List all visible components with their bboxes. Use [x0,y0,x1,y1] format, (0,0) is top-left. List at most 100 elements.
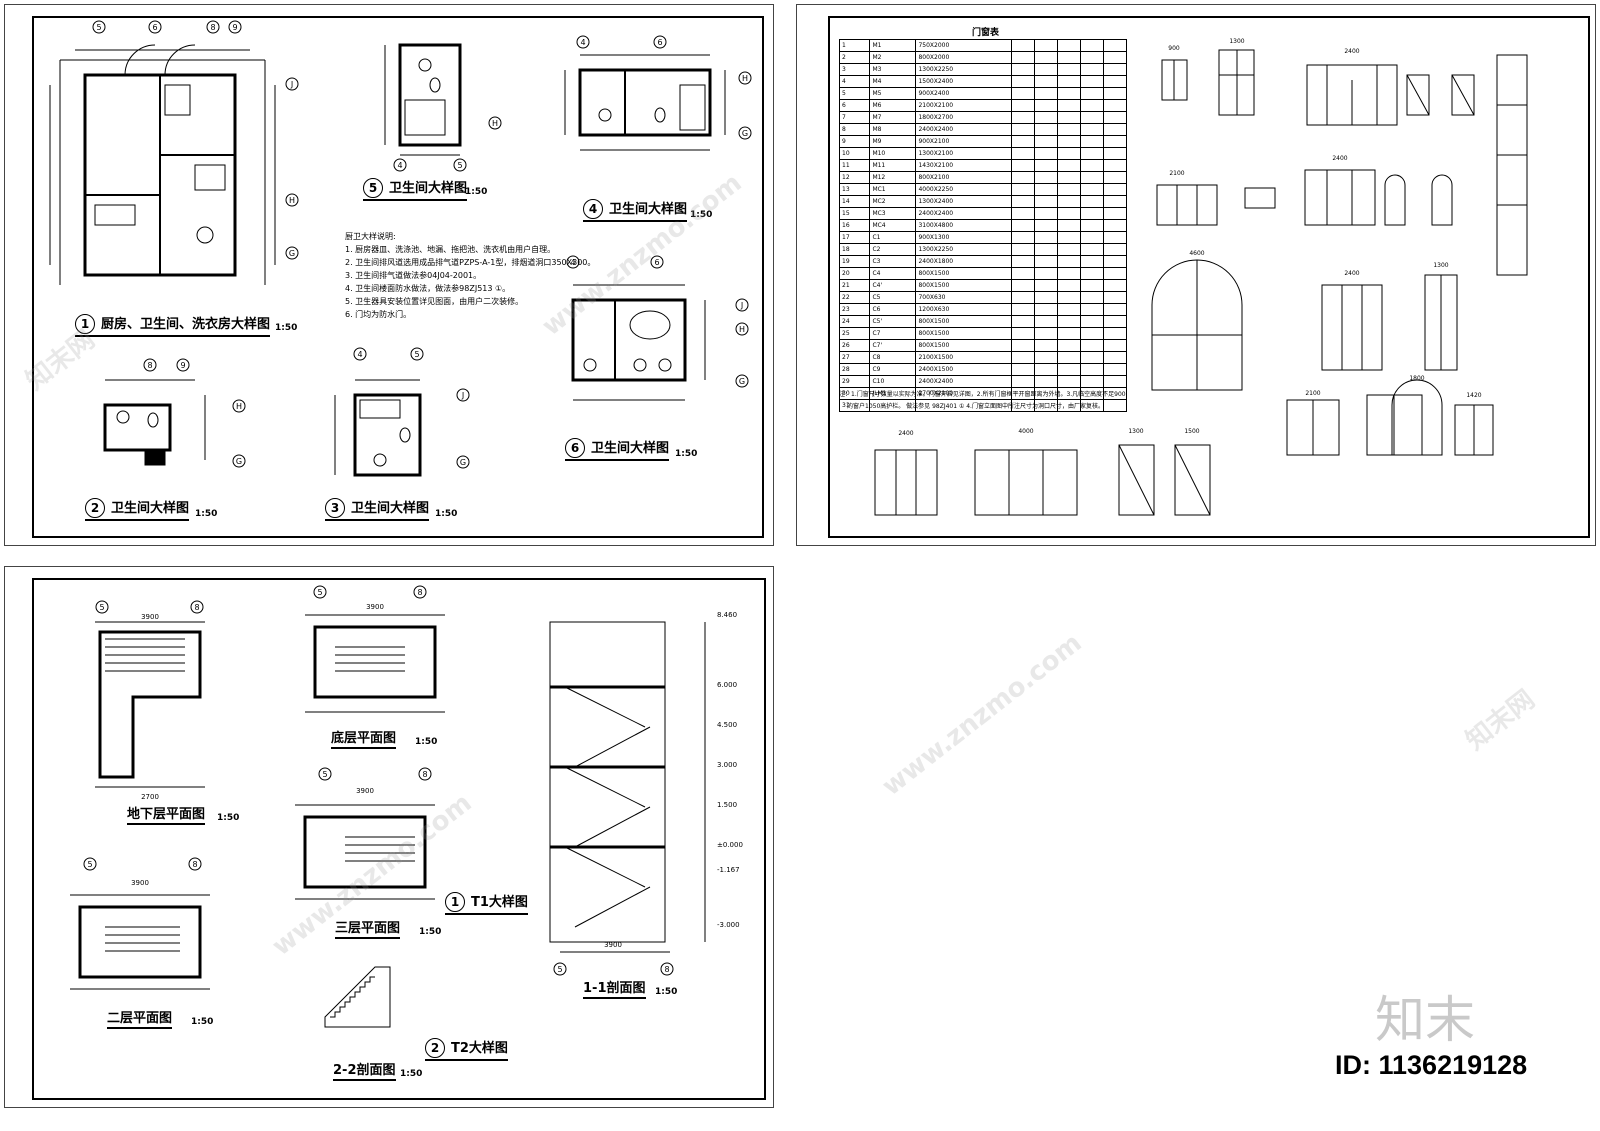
row-number: 3 [838,63,871,76]
table-cell [1034,243,1058,256]
door-size: 2400X2400 [915,123,1012,136]
table-cell [1011,267,1035,280]
table-cell [1057,363,1081,376]
door-size: 1300X2250 [915,243,1012,256]
table-cell [1034,315,1058,328]
detail-number-4: 4 [583,199,603,219]
table-cell [1103,231,1127,244]
table-cell [1103,363,1127,376]
row-number: 20 [838,267,871,280]
table-cell [1080,339,1104,352]
sheet3-drawing: 5 8 5 8 5 8 5 8 5 8 3900 2700 3900 3900 … [32,578,766,1100]
door-size: 2400X1500 [915,363,1012,376]
table-cell [1103,123,1127,136]
table-cell [1103,291,1127,304]
table-cell [1080,363,1104,376]
table-cell [1011,123,1035,136]
svg-text:H: H [236,402,242,411]
table-row: 31 [838,399,1127,412]
scale-detail-5: 1:50 [465,187,488,197]
table-cell [1011,339,1035,352]
svg-text:3900: 3900 [131,879,149,887]
table-cell [1103,159,1127,172]
row-number: 18 [838,243,871,256]
detail-number-1: 1 [75,314,95,334]
table-cell [1057,159,1081,172]
door-size: 1300X2400 [915,195,1012,208]
table-cell [1080,291,1104,304]
table-cell [1057,51,1081,64]
table-cell [1011,159,1035,172]
svg-text:J: J [290,80,293,89]
row-number: 10 [838,147,871,160]
svg-text:2100: 2100 [1169,170,1184,177]
svg-text:G: G [460,458,466,467]
table-cell [1011,255,1035,268]
door-code: M4 [869,75,917,88]
table-cell [1011,303,1035,316]
table-cell [1103,243,1127,256]
table-cell [1011,147,1035,160]
table-cell [1011,195,1035,208]
table-cell [1103,171,1127,184]
svg-text:8: 8 [192,860,197,869]
table-cell [1080,111,1104,124]
row-number: 22 [838,291,871,304]
svg-text:8: 8 [417,588,422,597]
row-number: 14 [838,195,871,208]
table-cell [1103,195,1127,208]
door-code: C7' [869,339,917,352]
svg-text:4: 4 [357,350,362,359]
table-cell [1034,171,1058,184]
table-cell [1103,219,1127,232]
table-cell [1103,111,1127,124]
row-number: 28 [838,363,871,376]
table-cell [1034,195,1058,208]
svg-text:5: 5 [322,770,327,779]
row-number: 9 [838,135,871,148]
table-cell [1011,375,1035,388]
door-size: 1300X2100 [915,147,1012,160]
table-cell [1011,351,1035,364]
table-cell [1034,39,1058,52]
table-cell [1011,63,1035,76]
svg-text:1.500: 1.500 [717,801,737,809]
table-cell [1034,75,1058,88]
svg-text:2700: 2700 [141,793,159,801]
door-code: C4 [869,267,917,280]
svg-text:6.000: 6.000 [717,681,737,689]
svg-text:900: 900 [1168,45,1180,52]
table-cell [1080,99,1104,112]
row-number: 15 [838,207,871,220]
table-cell [1057,99,1081,112]
table-cell [1011,207,1035,220]
table-cell [1080,243,1104,256]
t2-title: T2大样图 [451,1041,508,1056]
door-code: M1 [869,39,917,52]
row-number: 24 [838,315,871,328]
scale-basement-plan: 1:50 [217,813,240,823]
table-cell [1057,243,1081,256]
svg-text:5: 5 [99,603,104,612]
detail-notes: 厨卫大样说明: 1. 厨房器皿、洗涤池、地漏、拖把池、洗衣机由用户自理。 2. … [345,232,596,319]
sheet-stair-details: 5 8 5 8 5 8 5 8 5 8 3900 2700 3900 3900 … [4,566,774,1108]
table-cell [1080,63,1104,76]
scale-section-1-1: 1:50 [655,987,678,997]
table-cell [1011,171,1035,184]
svg-text:G: G [289,249,295,258]
table-cell [1034,303,1058,316]
detail-title-5: 卫生间大样图 [389,181,468,196]
